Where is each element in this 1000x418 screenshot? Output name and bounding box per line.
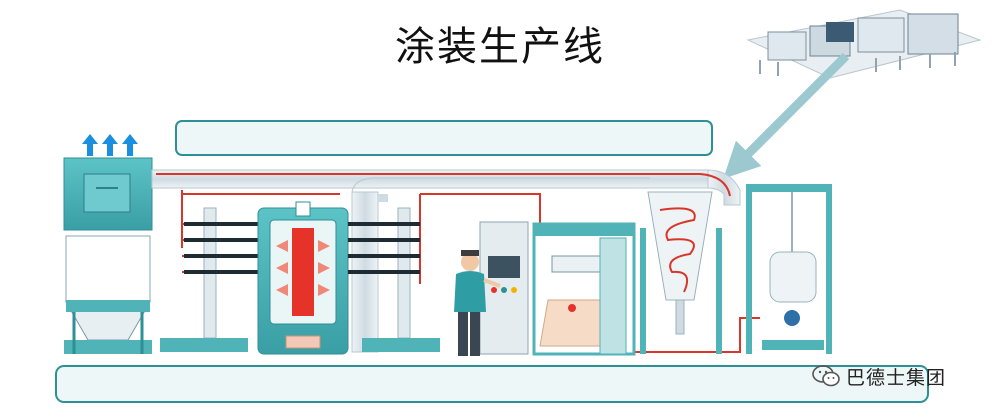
brand-watermark: 巴德士集团 [812,362,946,390]
powder-recovery-unit [532,222,636,356]
exhaust-unit [63,157,153,354]
cyclone-separator [640,191,722,354]
wechat-icon [812,365,840,387]
brand-name: 巴德士集团 [846,366,947,389]
control-cabinet [479,221,529,355]
zoom-pointer-arrow [723,52,850,179]
page-title: 涂装生产线 [395,24,605,70]
top-label-panel [175,120,713,156]
robot-column-left [160,207,258,352]
bottom-label-panel [55,365,929,403]
operator-figure [454,250,501,356]
powder-feed-station [746,184,832,354]
spray-booth [257,201,349,355]
plant-overview-thumbnail [740,6,982,88]
robot-column-right [348,207,440,352]
exhaust-up-arrows [82,134,138,156]
